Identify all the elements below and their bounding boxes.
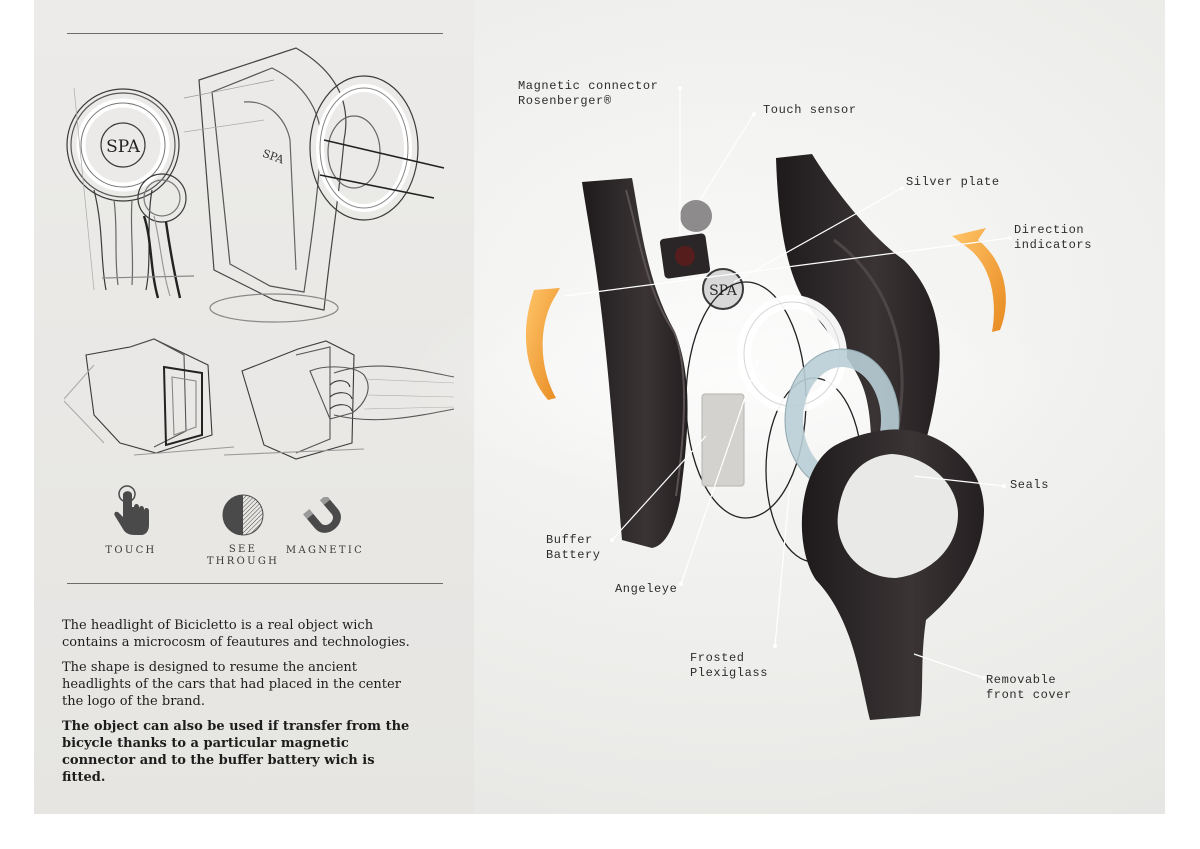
callout-silver-plate: Silver plate	[906, 175, 1000, 189]
top-divider	[67, 33, 443, 34]
silver-plate	[702, 268, 744, 310]
see-label-line1: SEE	[228, 544, 258, 555]
touch-hand-icon	[114, 485, 149, 535]
sketch-panel: SPA SPA	[34, 0, 474, 814]
see-label-line2: THROUGH	[206, 556, 280, 567]
description-text: The headlight of Bicicletto is a real ob…	[62, 617, 412, 794]
callout-seals: Seals	[1010, 478, 1050, 492]
right-direction-indicator	[952, 228, 1006, 332]
touch-label: TOUCH	[105, 545, 157, 556]
callout-buffer-battery: Buffer Battery	[546, 533, 601, 562]
exploded-view-render: SPA	[404, 86, 1064, 720]
left-direction-indicator	[525, 288, 560, 400]
description-paragraph-1: The headlight of Bicicletto is a real ob…	[62, 618, 410, 650]
callout-angeleye: Angeleye	[615, 582, 678, 596]
feature-touch: TOUCH	[81, 485, 181, 557]
magnet-icon	[303, 495, 341, 533]
headlight-concept-sketch: SPA SPA	[66, 47, 445, 323]
bottom-divider	[67, 583, 443, 584]
sketch-logo: SPA	[106, 137, 141, 157]
feature-see-through: SEE THROUGH	[193, 492, 293, 568]
description-paragraph-3: The object can also be used if transfer …	[62, 719, 410, 785]
feature-magnetic: MAGNETIC	[275, 495, 375, 557]
callout-direction-indicators: Direction indicators	[1014, 223, 1093, 252]
callout-frosted-plexiglass: Frosted Plexiglass	[690, 651, 769, 680]
left-shell	[582, 178, 688, 548]
callout-touch-sensor: Touch sensor	[763, 103, 857, 117]
see-through-half-circle-icon	[222, 494, 264, 536]
description-paragraph-2: The shape is designed to resume the anci…	[62, 660, 401, 709]
touch-sensor	[680, 200, 712, 232]
buffer-battery	[701, 393, 745, 487]
presentation-board: SPA SPA	[34, 0, 1165, 814]
callout-removable-front-cover: Removable front cover	[986, 673, 1072, 702]
callout-magnetic-connector: Magnetic connector Rosenberger®	[518, 79, 659, 108]
magnetic-label: MAGNETIC	[285, 545, 365, 556]
